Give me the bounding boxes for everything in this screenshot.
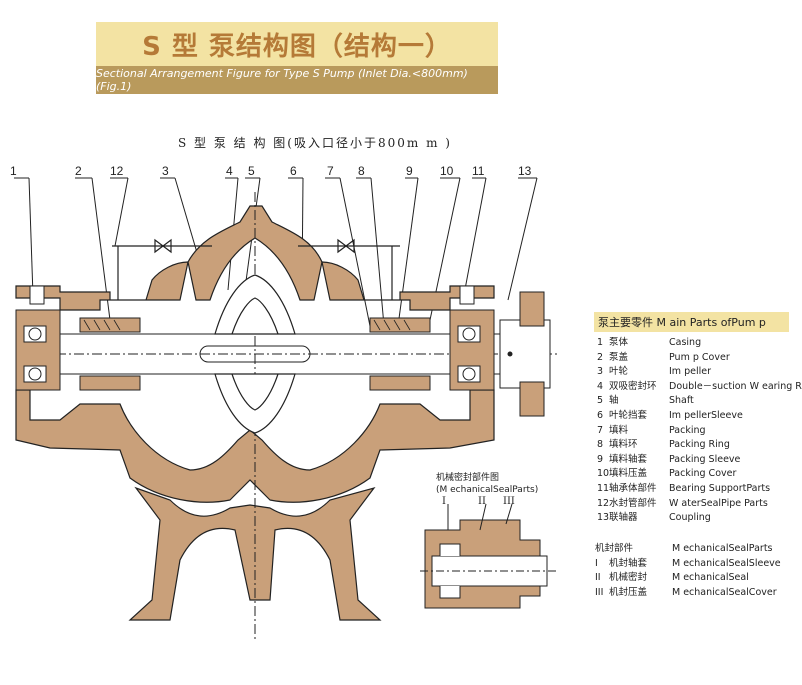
part-num: 2	[597, 351, 604, 363]
seal-part-en: M echanicalSeal	[672, 572, 749, 584]
part-num: 11	[597, 482, 610, 494]
page-subtitle: Sectional Arrangement Figure for Type S …	[96, 67, 468, 93]
seal-part-zh: I 机封轴套	[595, 557, 672, 572]
part-num: 10	[597, 468, 610, 480]
part-num: 1	[597, 337, 604, 348]
parts-legend-row: 9 填料轴套 Packing Sleeve	[597, 453, 802, 468]
part-en: Casing	[669, 337, 702, 348]
parts-legend-row: 2 泵盖 Pum p Cover	[597, 351, 802, 366]
part-zh: 叶轮挡套	[609, 409, 648, 421]
callout-5: 5	[248, 164, 255, 178]
seal-legend-title: 机封部件 M echanicalSealParts	[595, 542, 781, 557]
seal-part-en: M echanicalSealSleeve	[672, 557, 781, 569]
parts-legend-row: 4 双吸密封环 Double－suction W earing Ring	[597, 380, 802, 395]
parts-legend-header: 泵主要零件 M ain Parts ofPum p	[594, 312, 789, 332]
parts-legend-row: 8 填料环 Packing Ring	[597, 438, 802, 453]
callout-2: 2	[75, 164, 82, 178]
subtitle-banner: Sectional Arrangement Figure for Type S …	[96, 66, 498, 94]
part-num: 7	[597, 424, 604, 436]
part-en: Im pellerSleeve	[669, 409, 743, 421]
part-zh: 水封管部件	[609, 497, 657, 509]
mechanical-seal-caption-zh: 机械密封部件图	[436, 473, 500, 483]
title-banner: S 型 泵结构图（结构一）	[96, 22, 498, 66]
mechanical-seal-caption: 机械密封部件图 (M echanicalSealParts)	[436, 472, 538, 496]
parts-legend-row: 1 泵体 Casing	[597, 336, 802, 351]
seal-legend-row: II 机械密封 M echanicalSeal	[595, 571, 781, 586]
seal-callout-1: I	[442, 496, 446, 507]
part-en: Packing Ring	[669, 439, 730, 451]
part-zh: 轴	[609, 395, 619, 407]
seal-part-num: III	[595, 586, 604, 598]
seal-legend-row: I 机封轴套 M echanicalSealSleeve	[595, 557, 781, 572]
part-num: 5	[597, 395, 604, 407]
parts-legend-row: 7 填料 Packing	[597, 424, 802, 439]
callout-3: 3	[162, 164, 169, 178]
part-en: Double－suction W earing Ring	[669, 380, 802, 392]
page-title: S 型 泵结构图（结构一）	[142, 31, 452, 62]
callout-13: 13	[518, 164, 532, 178]
part-zh: 叶轮	[609, 366, 629, 378]
parts-legend-row: 6 叶轮挡套 Im pellerSleeve	[597, 409, 802, 424]
callout-1: 1	[10, 164, 17, 178]
mechanical-seal-legend: 机封部件 M echanicalSealParts I 机封轴套 M echanic…	[595, 542, 781, 600]
part-en: Packing Cover	[669, 468, 737, 480]
mechanical-seal-caption-en: (M echanicalSealParts)	[436, 485, 539, 495]
seal-callout-2: II	[478, 496, 486, 507]
callout-7: 7	[327, 164, 334, 178]
callout-12: 12	[110, 164, 124, 178]
seal-part-num: II	[595, 572, 601, 584]
parts-legend-row: 3 叶轮 Im peller	[597, 365, 802, 380]
part-en: W aterSealPipe Parts	[669, 497, 768, 509]
part-en: Bearing SupportParts	[669, 482, 771, 494]
part-zh: 泵体	[609, 337, 629, 348]
seal-legend-title-zh: 机封部件	[595, 543, 634, 554]
part-en: Pum p Cover	[669, 351, 730, 363]
part-zh: 填料环	[609, 439, 638, 451]
seal-callout-3: III	[503, 496, 515, 507]
part-num: 8	[597, 439, 604, 451]
callout-11: 11	[472, 164, 485, 178]
callout-9: 9	[406, 164, 413, 178]
seal-part-zh-label: 机封压盖	[609, 586, 648, 598]
part-zh: 轴承体部件	[609, 482, 657, 494]
seal-part-num: I	[595, 557, 598, 569]
part-en: Im peller	[669, 366, 711, 378]
part-zh: 填料轴套	[609, 453, 648, 465]
part-num: 6	[597, 409, 604, 421]
part-zh: 联轴器	[609, 512, 638, 524]
diagram-caption: S 型 泵 结 构 图(吸入口径小于800m m )	[178, 136, 452, 150]
part-en: Shaft	[669, 395, 694, 407]
seal-part-zh-label: 机械密封	[609, 572, 648, 584]
part-zh: 填料	[609, 424, 629, 436]
seal-legend-row: III 机封压盖 M echanicalSealCover	[595, 586, 781, 601]
seal-part-en: M echanicalSealCover	[672, 586, 777, 598]
part-en: Coupling	[669, 512, 711, 524]
callout-6: 6	[290, 164, 297, 178]
callout-10: 10	[440, 164, 454, 178]
seal-legend-title-en: M echanicalSealParts	[672, 543, 773, 554]
part-zh: 填料压盖	[609, 468, 648, 480]
callout-4: 4	[226, 164, 233, 178]
callout-8: 8	[358, 164, 365, 178]
parts-legend: 1 泵体 Casing 2 泵盖 Pum p Cover 3 叶轮 Im peller 4 双吸密封…	[597, 336, 802, 526]
part-en: Packing Sleeve	[669, 453, 741, 465]
part-num: 12	[597, 497, 610, 509]
seal-part-zh-label: 机封轴套	[609, 557, 648, 569]
part-num: 4	[597, 380, 604, 392]
part-en: Packing	[669, 424, 706, 436]
part-zh: 双吸密封环	[609, 380, 657, 392]
part-num: 13	[597, 512, 610, 524]
part-zh: 泵盖	[609, 351, 629, 363]
part-num: 3	[597, 366, 604, 378]
seal-part-zh: III 机封压盖	[595, 586, 672, 601]
part-num: 9	[597, 453, 604, 465]
seal-part-zh: II 机械密封	[595, 571, 672, 586]
